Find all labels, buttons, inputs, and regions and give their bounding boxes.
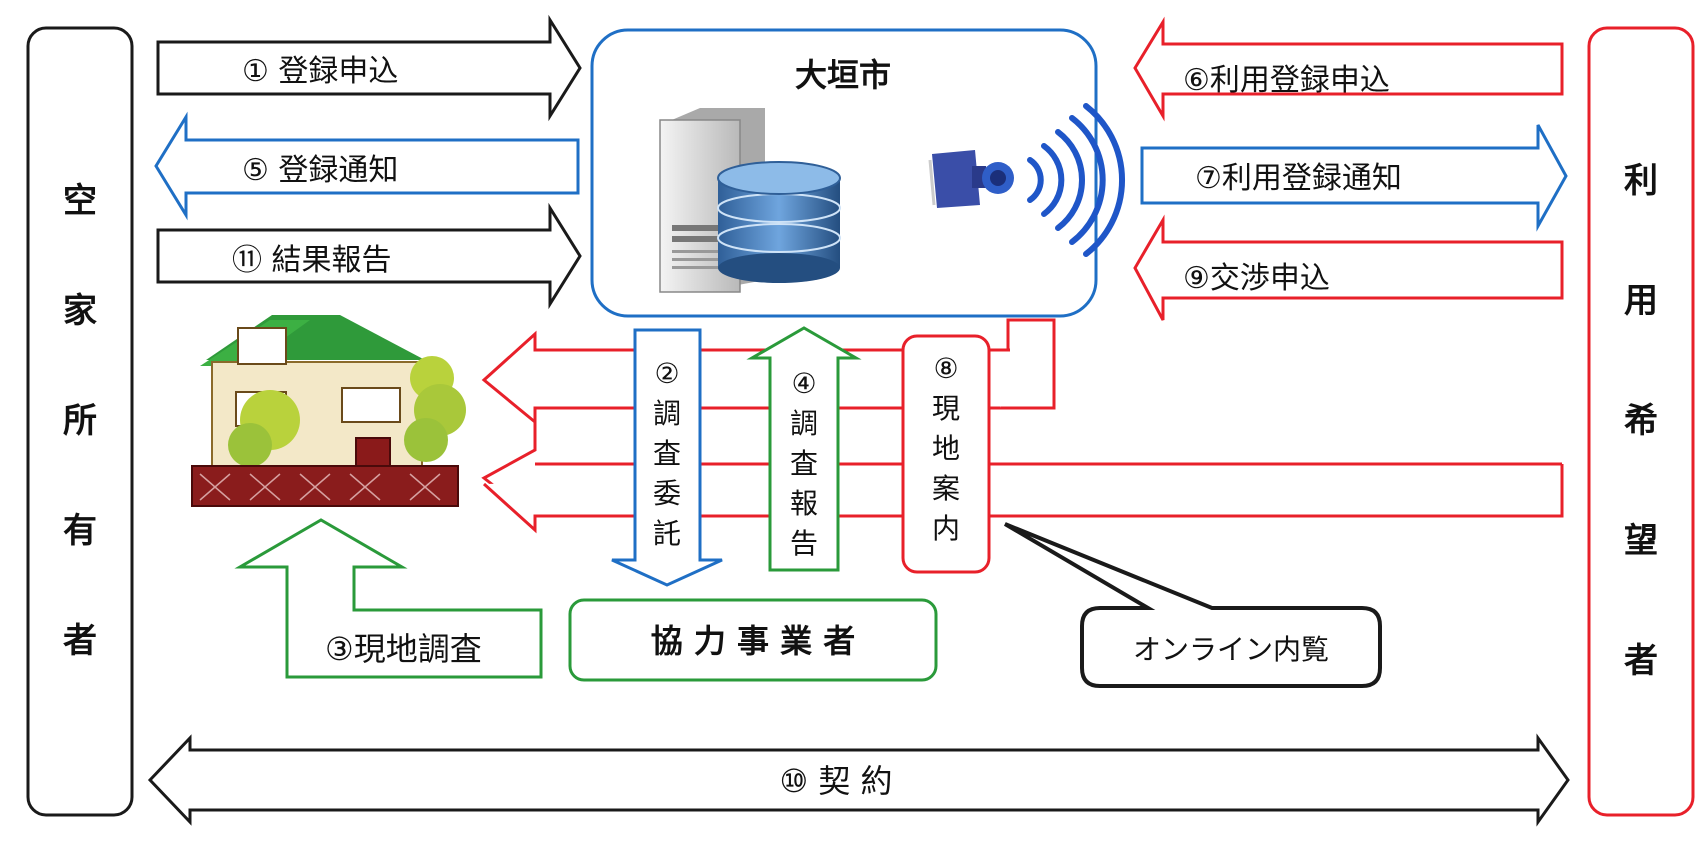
arrow-2-label: ② 調 査 委 託 (653, 357, 681, 550)
city-title: 大垣市 (795, 56, 891, 94)
svg-text:者: 者 (63, 621, 97, 661)
arrow-4-survey-report (746, 326, 862, 572)
svg-text:託: 託 (653, 517, 681, 550)
svg-text:内: 内 (932, 512, 960, 545)
svg-text:⑧: ⑧ (933, 352, 958, 385)
arrow-4-label: ④ 調 査 報 告 (790, 367, 818, 560)
box-8-label: ⑧ 現 地 案 内 (932, 352, 960, 545)
svg-text:⑦利用登録通知: ⑦利用登録通知 (1195, 161, 1402, 196)
svg-text:③現地調査: ③現地調査 (325, 630, 482, 668)
svg-text:⑨交渉申込: ⑨交渉申込 (1183, 261, 1330, 296)
svg-text:有: 有 (63, 511, 97, 551)
partner-box (568, 598, 938, 682)
applicant-label: 利 用 希 望 者 (1624, 161, 1658, 681)
arrow-2-survey-request (611, 328, 723, 587)
owner-label: 空 家 所 有 者 (63, 181, 97, 661)
svg-text:家: 家 (63, 291, 97, 331)
svg-text:⑩ 契 約: ⑩ 契 約 (779, 762, 892, 800)
svg-text:査: 査 (790, 447, 818, 480)
svg-text:⑤ 登録通知: ⑤ 登録通知 (242, 153, 398, 188)
applicant-panel (1587, 26, 1695, 817)
site-guide-arrows (481, 318, 1564, 534)
arrow-11-result-report (156, 202, 582, 310)
online-viewing-callout (1003, 522, 1382, 688)
svg-text:空: 空 (63, 181, 97, 221)
svg-text:調: 調 (790, 407, 818, 440)
svg-text:用: 用 (1624, 281, 1658, 321)
svg-text:調: 調 (653, 397, 681, 430)
svg-text:②: ② (654, 357, 679, 390)
arrow-9-negotiation (1133, 214, 1564, 321)
svg-text:案: 案 (932, 472, 960, 505)
database-icon (717, 161, 841, 283)
svg-text:者: 者 (1624, 641, 1658, 681)
svg-text:告: 告 (790, 527, 818, 560)
svg-text:⑪ 結果報告: ⑪ 結果報告 (232, 243, 392, 278)
svg-text:希: 希 (1624, 401, 1658, 441)
svg-text:所: 所 (63, 401, 97, 441)
svg-text:査: 査 (653, 437, 681, 470)
svg-text:現: 現 (932, 392, 960, 425)
arrow-7-user-registration-notice (1140, 124, 1568, 232)
owner-panel (26, 26, 134, 817)
svg-text:利: 利 (1624, 161, 1658, 201)
wireless-signal-icon (1027, 103, 1126, 257)
partner-label: 協 力 事 業 者 (651, 622, 856, 660)
arrow-6-user-registration (1133, 16, 1564, 122)
svg-text:望: 望 (1624, 521, 1658, 561)
svg-text:地: 地 (932, 432, 960, 465)
house-icon (191, 315, 466, 507)
svg-text:委: 委 (653, 477, 681, 510)
svg-text:④: ④ (791, 367, 816, 400)
arrow-1-registration (156, 14, 582, 122)
camera-icon (928, 150, 1014, 208)
arrow-10-contract (147, 733, 1570, 827)
svg-text:① 登録申込: ① 登録申込 (242, 54, 398, 89)
arrow-3-site-survey (234, 518, 543, 679)
svg-text:⑥利用登録申込: ⑥利用登録申込 (1183, 63, 1390, 98)
arrow-5-registration-notice (154, 111, 580, 221)
svg-text:報: 報 (790, 487, 818, 520)
online-viewing-label: オンライン内覧 (1133, 633, 1329, 666)
box-8-site-guide (901, 334, 991, 574)
